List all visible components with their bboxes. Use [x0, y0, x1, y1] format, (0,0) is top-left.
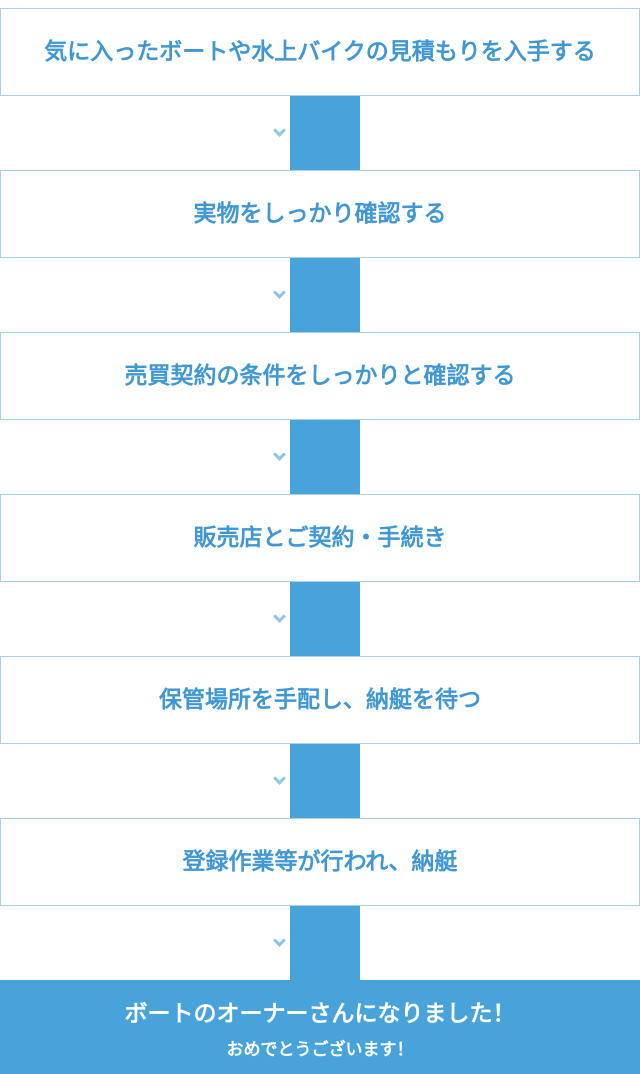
chevron-down-icon: [273, 124, 286, 137]
flow-connector-3: [273, 420, 360, 494]
chevron-down-icon: [273, 448, 286, 461]
step-box-2: 実物をしっかり確認する: [0, 170, 640, 258]
step-box-6: 登録作業等が行われ、納艇: [0, 818, 640, 906]
final-congratulations: おめでとうございます！: [226, 1040, 414, 1059]
final-message: ボートのオーナーさんになりました！: [124, 1000, 516, 1026]
step-label-1: 気に入ったボートや水上バイクの見積もりを入手する: [44, 38, 596, 65]
step-label-5: 保管場所を手配し、納艇を待つ: [159, 686, 481, 713]
flow-connector-5: [273, 744, 360, 818]
step-box-1: 気に入ったボートや水上バイクの見積もりを入手する: [0, 8, 640, 96]
chevron-down-icon: [273, 772, 286, 785]
final-step-box: ボートのオーナーさんになりました！ おめでとうございます！: [0, 980, 640, 1074]
step-label-6: 登録作業等が行われ、納艇: [182, 848, 458, 875]
chevron-down-icon: [273, 934, 286, 947]
flow-connector-2: [273, 258, 360, 332]
step-box-4: 販売店とご契約・手続き: [0, 494, 640, 582]
flow-connector-1: [273, 96, 360, 170]
step-box-3: 売買契約の条件をしっかりと確認する: [0, 332, 640, 420]
chevron-down-icon: [273, 610, 286, 623]
flow-connector-6: [273, 906, 360, 980]
step-box-5: 保管場所を手配し、納艇を待つ: [0, 656, 640, 744]
step-label-3: 売買契約の条件をしっかりと確認する: [124, 362, 516, 389]
step-label-2: 実物をしっかり確認する: [193, 200, 447, 227]
step-label-4: 販売店とご契約・手続き: [193, 524, 447, 551]
chevron-down-icon: [273, 286, 286, 299]
flow-connector-4: [273, 582, 360, 656]
